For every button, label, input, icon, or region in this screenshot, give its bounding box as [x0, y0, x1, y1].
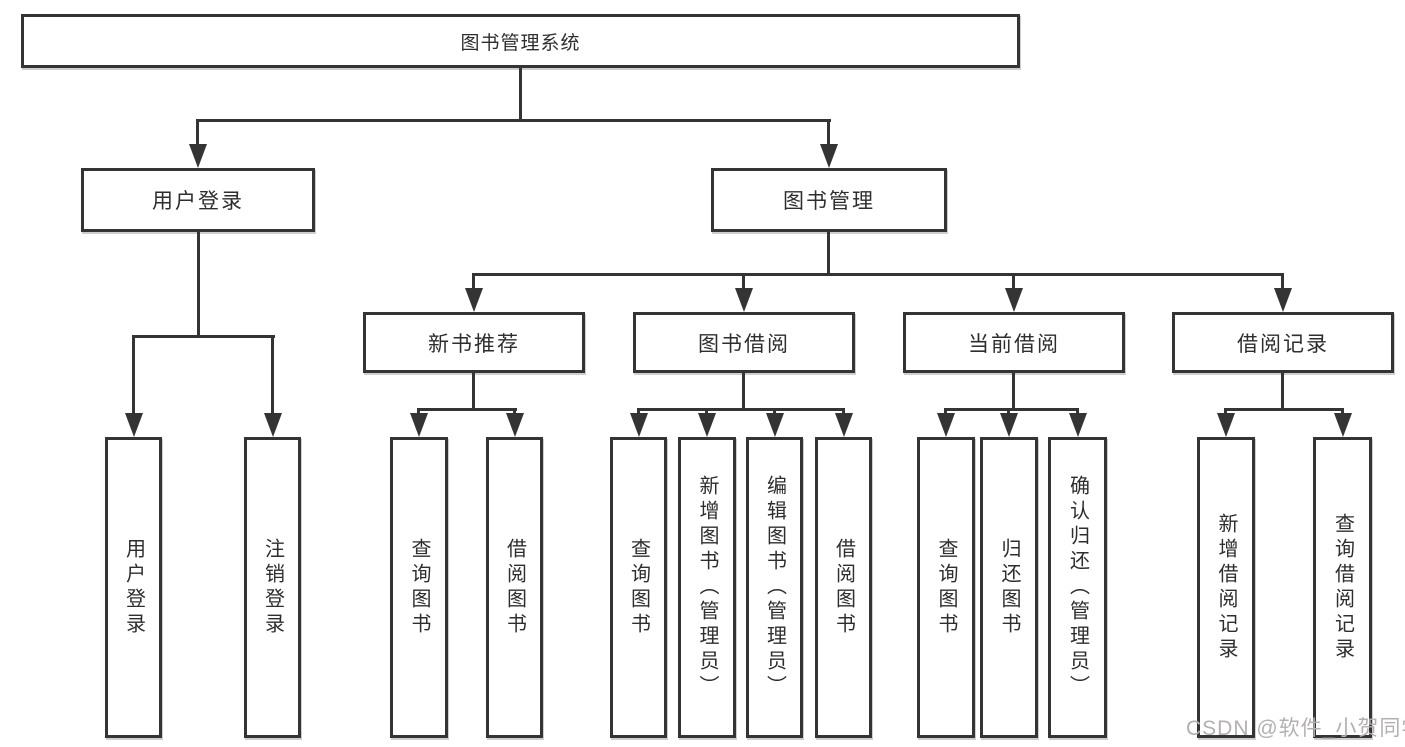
arrow-down [271, 335, 274, 413]
leaf-query-books-borrow-label: 查询图书 [627, 537, 650, 638]
arrow-down [1341, 408, 1344, 413]
arrow-down [132, 335, 135, 413]
node-borrow-records: 借阅记录 [1172, 312, 1394, 373]
connector-stem [1012, 373, 1015, 411]
leaf-query-books-current: 查询图书 [917, 437, 975, 738]
leaf-query-books-recommend: 查询图书 [390, 437, 448, 738]
leaf-add-books-admin: 新增图书（管理员） [678, 437, 736, 738]
node-user-login-label: 用户登录 [152, 190, 244, 213]
connector-hline [417, 408, 517, 411]
node-book-borrow: 图书借阅 [633, 312, 855, 373]
node-root-label: 图书管理系统 [460, 32, 581, 54]
arrow-down [742, 273, 745, 288]
node-book-borrow-label: 图书借阅 [698, 332, 790, 356]
arrow-down [842, 408, 845, 413]
connector-stem [472, 373, 475, 411]
leaf-query-borrow-record: 查询借阅记录 [1313, 437, 1372, 738]
node-borrow-records-label: 借阅记录 [1237, 332, 1329, 356]
connector-stem [742, 373, 745, 411]
arrow-down [827, 119, 830, 144]
arrow-down [1076, 408, 1079, 413]
node-current-borrow: 当前借阅 [903, 312, 1125, 373]
leaf-logout-label: 注销登录 [261, 537, 284, 638]
leaf-return-books-label: 归还图书 [998, 537, 1020, 638]
node-user-login: 用户登录 [81, 168, 315, 232]
arrow-down [637, 408, 640, 413]
arrow-down [705, 408, 708, 413]
connector-stem [519, 68, 522, 122]
node-book-management-label: 图书管理 [783, 190, 875, 213]
watermark: CSDN @软件_小贺同学 [1186, 717, 1405, 740]
leaf-query-books-recommend-label: 查询图书 [408, 537, 430, 638]
arrow-down [472, 273, 475, 288]
node-current-borrow-label: 当前借阅 [968, 332, 1060, 356]
arrow-down [1224, 408, 1227, 413]
arrow-down [1007, 408, 1010, 413]
connector-hline [1224, 408, 1344, 411]
leaf-edit-books-admin: 编辑图书（管理员） [746, 437, 803, 738]
leaf-confirm-return-admin: 确认归还（管理员） [1048, 437, 1107, 738]
leaf-add-books-admin-label: 新增图书（管理员） [696, 475, 718, 700]
arrow-down [944, 408, 947, 413]
arrow-down [513, 408, 516, 413]
connector-stem [1281, 373, 1284, 411]
node-new-book-recommend-label: 新书推荐 [428, 332, 520, 356]
connector-stem [197, 232, 200, 338]
leaf-edit-books-admin-label: 编辑图书（管理员） [763, 475, 786, 700]
leaf-query-books-current-label: 查询图书 [935, 537, 957, 638]
leaf-user-login: 用户登录 [105, 437, 162, 738]
arrow-down [773, 408, 776, 413]
leaf-borrow-books-label: 借阅图书 [832, 537, 855, 638]
leaf-borrow-books-recommend-label: 借阅图书 [503, 537, 526, 638]
connector-hline [132, 335, 275, 338]
node-book-management: 图书管理 [711, 168, 947, 232]
connector-hline [944, 408, 1079, 411]
node-root: 图书管理系统 [21, 14, 1020, 68]
arrow-down [196, 119, 199, 144]
node-new-book-recommend: 新书推荐 [363, 312, 585, 373]
arrow-down [1281, 273, 1284, 288]
arrow-down [1012, 273, 1015, 288]
leaf-user-login-label: 用户登录 [122, 537, 145, 638]
connector-hline [637, 408, 845, 411]
leaf-query-books-borrow: 查询图书 [610, 437, 667, 738]
leaf-add-borrow-record-label: 新增借阅记录 [1215, 512, 1237, 663]
leaf-query-borrow-record-label: 查询借阅记录 [1331, 512, 1354, 663]
leaf-borrow-books: 借阅图书 [815, 437, 872, 738]
arrow-down [417, 408, 420, 413]
leaf-borrow-books-recommend: 借阅图书 [486, 437, 543, 738]
leaf-add-borrow-record: 新增借阅记录 [1197, 437, 1255, 738]
connector-stem [827, 232, 830, 276]
connector-hline [472, 273, 1284, 276]
connector-hline [197, 119, 831, 122]
leaf-confirm-return-admin-label: 确认归还（管理员） [1066, 475, 1089, 700]
leaf-return-books: 归还图书 [980, 437, 1038, 738]
leaf-logout: 注销登录 [244, 437, 301, 738]
